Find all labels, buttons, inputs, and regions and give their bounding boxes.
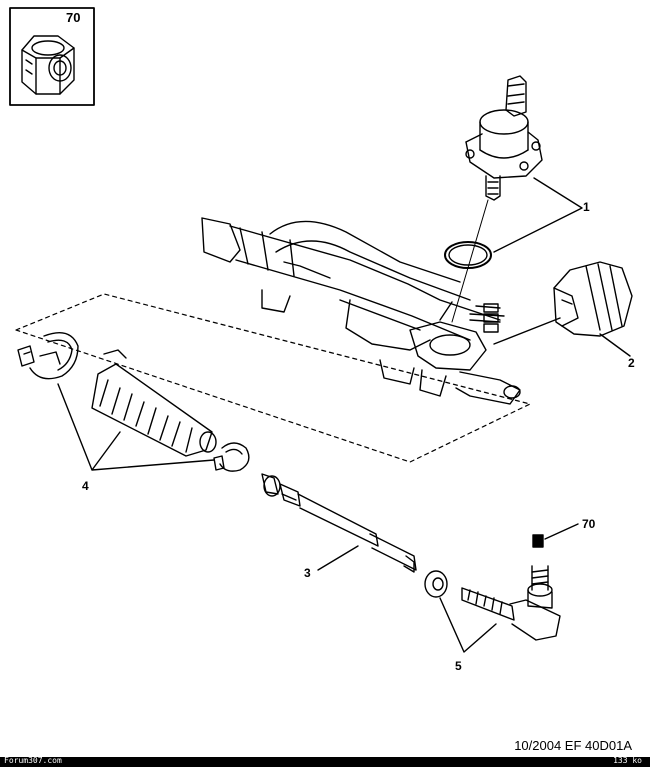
footer-site-label: Forum307.com <box>4 756 62 765</box>
leader-2 <box>493 317 631 357</box>
leader-70 <box>544 523 579 540</box>
footer-bar <box>0 757 650 767</box>
callout-70: 70 <box>582 517 596 531</box>
pinion-valve-housing <box>465 75 543 201</box>
rack-housing <box>15 217 531 463</box>
o-ring <box>444 241 492 269</box>
footer-size-label: 133 ko <box>613 756 642 765</box>
inset-nut-panel <box>9 7 95 106</box>
leader-5 <box>439 597 497 653</box>
callout-1: 1 <box>583 200 590 214</box>
callout-4: 4 <box>82 479 89 493</box>
inner-tie-rod <box>261 473 417 573</box>
clamp-clip <box>17 332 79 380</box>
inset-part-number: 70 <box>66 10 81 25</box>
rack-boot <box>91 349 217 457</box>
callout-2: 2 <box>628 356 635 370</box>
callout-3: 3 <box>304 566 311 580</box>
retaining-ring <box>213 442 250 472</box>
leader-3 <box>317 545 359 571</box>
leader-1 <box>493 177 583 253</box>
nut-icon <box>21 35 75 95</box>
document-reference: 10/2004 EF 40D01A <box>514 738 632 753</box>
lock-washer <box>424 570 448 598</box>
callout-5: 5 <box>455 659 462 673</box>
rack-bellows-cover <box>553 261 633 337</box>
outer-tie-rod-end <box>461 534 561 641</box>
leader-4 <box>57 383 215 471</box>
nut-marker-icon <box>532 534 544 548</box>
